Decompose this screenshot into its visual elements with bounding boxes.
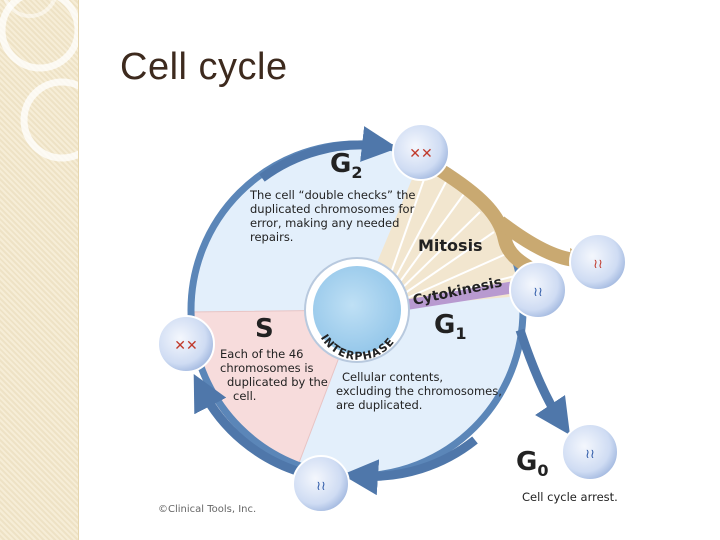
mitosis-sector [357, 160, 520, 310]
slide-title: Cell cycle [120, 46, 288, 88]
mitosis-label: Mitosis [418, 236, 483, 255]
center-nucleus [305, 258, 409, 362]
s-description: Each of the 46 chromosomes is duplicated… [220, 347, 331, 403]
g0-label: G0 [516, 447, 548, 480]
copyright-note: ©Clinical Tools, Inc. [158, 504, 256, 515]
cell-mitosis-daughter-2: ≀≀ [569, 233, 627, 291]
g2-label: G2 [330, 149, 362, 182]
svg-text:≀≀: ≀≀ [533, 285, 543, 300]
svg-text:≀≀: ≀≀ [593, 257, 603, 272]
decorative-circles [0, 0, 78, 162]
cell-g0: ≀≀ [561, 423, 619, 481]
g2-description: The cell “double checks” the duplicated … [249, 188, 419, 244]
cell-s: ✕✕ [157, 315, 215, 373]
svg-text:≀≀: ≀≀ [585, 447, 595, 462]
arrow-g1-to-s [193, 374, 302, 477]
svg-text:≀≀: ≀≀ [316, 479, 326, 494]
arrow-g1-bottom [342, 436, 478, 496]
cell-g2: ✕✕ [392, 123, 450, 181]
g1-label: G1 [434, 310, 466, 343]
arrow-to-g0 [515, 328, 570, 435]
decorative-side-panel [0, 0, 79, 540]
cell-mitosis-daughter-1: ≀≀ [509, 261, 567, 319]
s-label: S [255, 314, 274, 344]
svg-text:✕✕: ✕✕ [409, 146, 432, 162]
g0-description: Cell cycle arrest. [522, 490, 618, 504]
svg-text:✕✕: ✕✕ [174, 338, 197, 354]
cytokinesis-band [392, 280, 522, 312]
cell-g1-bottom: ≀≀ [292, 455, 350, 513]
g1-description: Cellular contents, excluding the chromos… [336, 370, 506, 412]
arrow-s-to-g2 [259, 126, 398, 182]
